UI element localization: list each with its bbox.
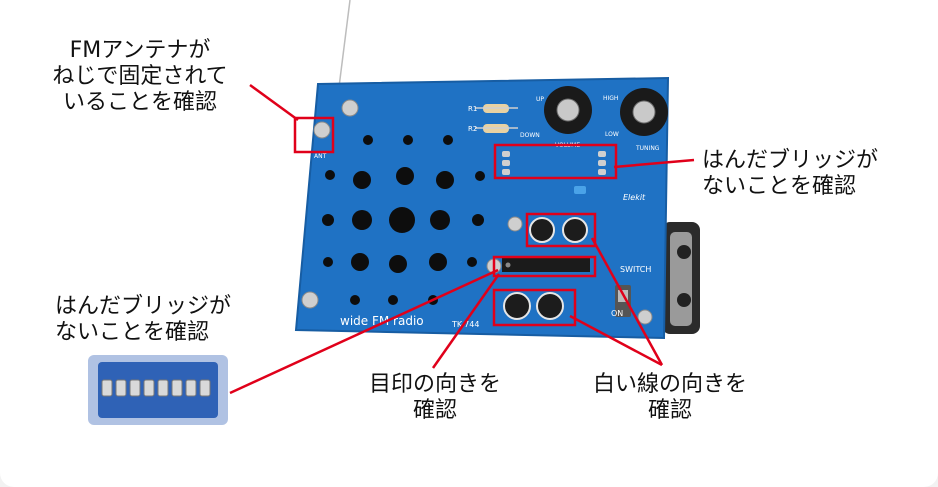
up-label: UP [536,96,544,103]
ceramic-capacitor [574,186,586,194]
r1-label: R1 [468,105,477,113]
screw [507,216,523,232]
screw [301,291,319,309]
callout-box-ic [492,255,597,278]
annotation-antenna: FMアンテナが ねじで固定されて いることを確認 [52,38,228,115]
annotation-bridge-top: はんだブリッジが ないことを確認 [702,148,879,199]
pcb-board [296,78,668,338]
brand-logo: Elekit [623,193,646,202]
callout-lines [229,83,695,395]
tuning-label: TUNING [635,145,660,152]
capacitor [529,217,555,243]
down-label: DOWN [520,132,540,139]
callout-box-capacitors-top [525,212,597,248]
callout-box-capacitors-bottom [492,288,577,327]
callout-box-bridge-top [493,143,618,180]
screw [341,99,359,117]
ic-mark [505,262,511,268]
callout-box-antenna [293,116,335,154]
ic-chip [502,258,590,272]
screw [637,309,653,325]
speaker-holes [322,135,485,305]
high-label: HIGH [603,95,618,102]
solder-pads-top [502,151,606,175]
switch-on-label: ON [611,309,623,318]
board-name-label: wide FM radio [340,314,424,328]
capacitor [562,217,588,243]
annotation-mark: 目印の向きを 確認 [368,372,501,423]
annotation-whiteline: 白い線の向きを 確認 [592,372,747,423]
antenna-wire [337,0,351,96]
low-label: LOW [605,131,619,138]
r2-label: R2 [468,125,477,133]
board-model-label: TK-744 [451,320,479,329]
switch-label: SWITCH [620,265,651,274]
capacitor [536,292,564,320]
antenna-screw [313,121,331,139]
capacitor [503,292,531,320]
callout-boxes [293,116,618,327]
ant-label: ANT [314,153,327,160]
annotation-bridge-left: はんだブリッジが ないことを確認 [55,294,232,345]
solder-closeup-inset [88,355,228,425]
